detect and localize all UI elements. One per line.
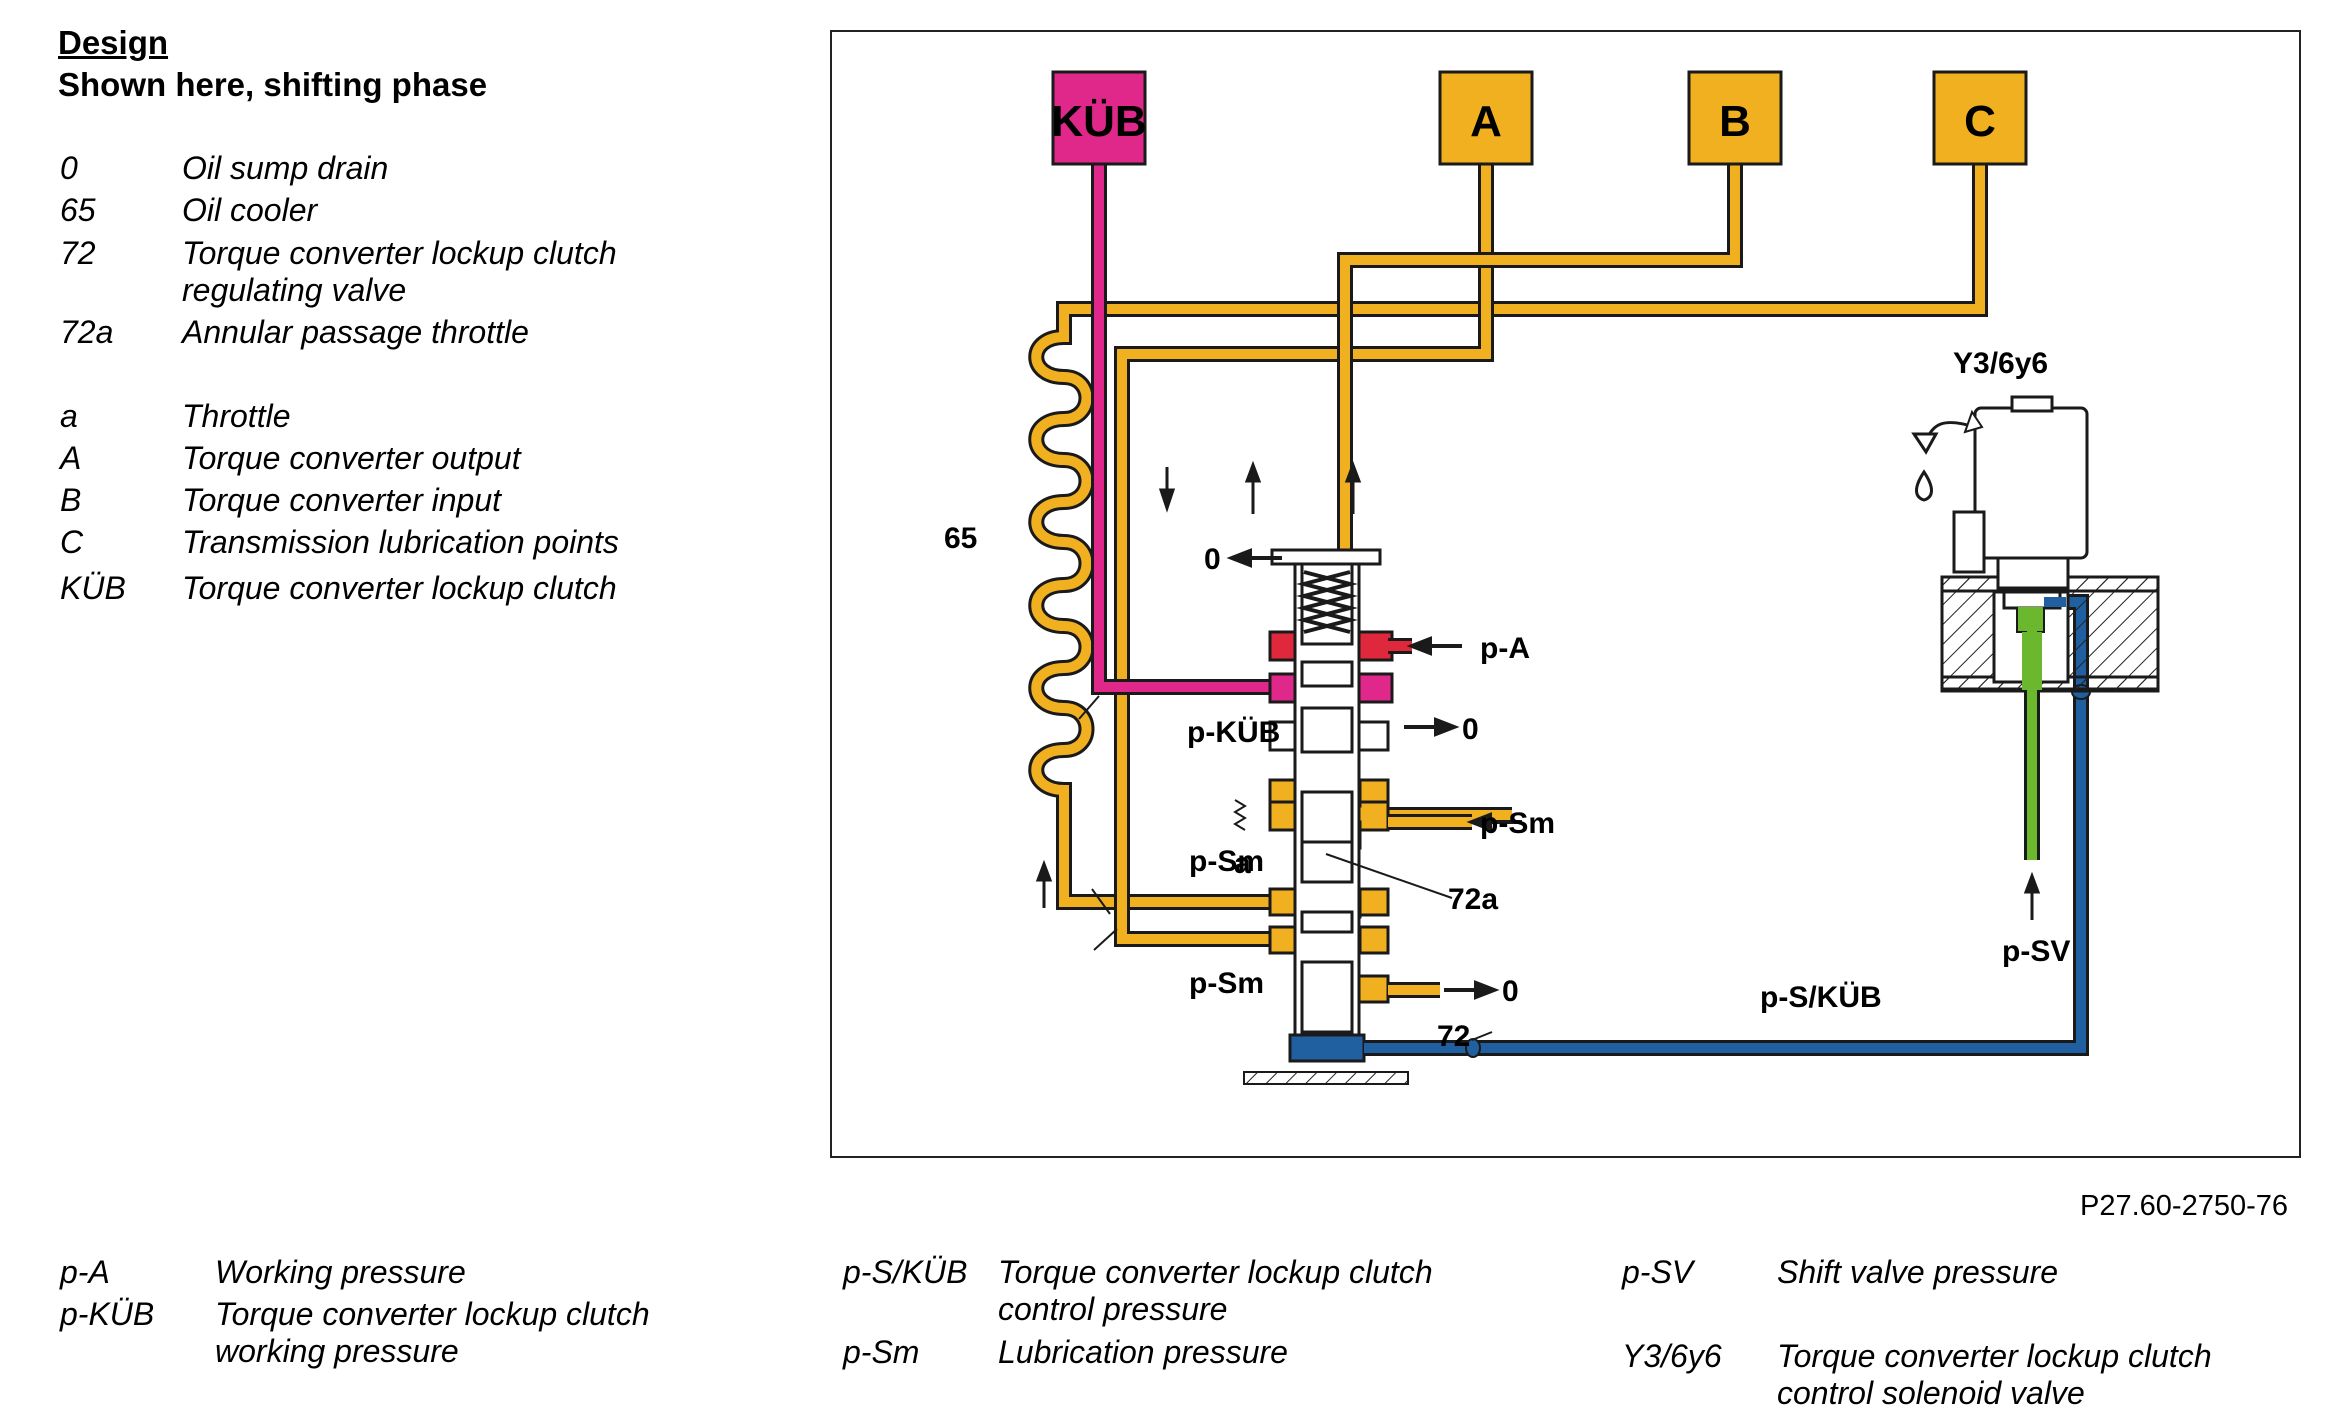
label-pa: p-A bbox=[1480, 632, 1530, 665]
figure-reference: P27.60-2750-76 bbox=[2080, 1190, 2288, 1222]
legend-desc-line2: working pressure bbox=[215, 1333, 459, 1369]
legend-desc: Throttle bbox=[182, 398, 291, 434]
legend-desc: Torque converter lockup clutch bbox=[215, 1296, 650, 1332]
legend-item: p-SV Shift valve pressure bbox=[1622, 1254, 2302, 1294]
legend-code: KÜB bbox=[60, 570, 126, 606]
legend-item: p-KÜB Torque converter lockup clutch wor… bbox=[60, 1296, 740, 1376]
legend-code: C bbox=[60, 524, 84, 560]
label-drain-low: 0 bbox=[1502, 975, 1519, 1008]
legend-item: p-Sm Lubrication pressure bbox=[843, 1334, 1563, 1374]
legend-item: a Throttle bbox=[60, 398, 680, 438]
label-solenoid: Y3/6y6 bbox=[1953, 347, 2048, 380]
solenoid-valve-y3-6y6 bbox=[1911, 395, 2160, 860]
label-annular: 72a bbox=[1448, 883, 1498, 916]
legend-code: B bbox=[60, 482, 82, 518]
legend-code: p-Sm bbox=[843, 1334, 920, 1370]
legend-desc: Torque converter output bbox=[182, 440, 521, 476]
legend-code: 65 bbox=[60, 192, 96, 228]
label-cooler: 65 bbox=[944, 522, 977, 555]
lubrication-line-b bbox=[1337, 152, 1743, 823]
legend-code: p-KÜB bbox=[60, 1296, 155, 1332]
box-b: B bbox=[1687, 70, 1783, 166]
legend-desc: Torque converter lockup clutch bbox=[182, 570, 617, 606]
label-psm-left2: p-Sm bbox=[1189, 967, 1264, 1000]
legend-desc: Annular passage throttle bbox=[182, 314, 529, 350]
legend-item: C Transmission lubrication points bbox=[60, 524, 680, 564]
legend-desc: Torque converter lockup clutch bbox=[182, 235, 617, 271]
legend-item: A Torque converter output bbox=[60, 440, 680, 480]
box-a: A bbox=[1438, 70, 1534, 166]
label-pkub: p-KÜB bbox=[1187, 716, 1280, 749]
legend-desc-line2: control solenoid valve bbox=[1777, 1375, 2085, 1411]
legend-code: a bbox=[60, 398, 78, 434]
legend-desc: Torque converter lockup clutch bbox=[998, 1254, 1433, 1290]
legend-code: A bbox=[60, 440, 82, 476]
box-c-label: C bbox=[1964, 97, 1996, 146]
legend-item: 72 Torque converter lockup clutch regula… bbox=[60, 235, 680, 315]
box-kub-label: KÜB bbox=[1051, 97, 1146, 146]
label-drain-top: 0 bbox=[1204, 543, 1221, 576]
legend-desc: Lubrication pressure bbox=[998, 1334, 1288, 1370]
legend-item: 65 Oil cooler bbox=[60, 192, 680, 232]
port-arrows bbox=[1226, 548, 1522, 1000]
legend-desc: Torque converter lockup clutch bbox=[1777, 1338, 2212, 1374]
legend-desc: Torque converter input bbox=[182, 482, 502, 518]
flow-arrows bbox=[1035, 460, 2041, 920]
label-psv: p-SV bbox=[2002, 935, 2070, 968]
box-kub: KÜB bbox=[1051, 70, 1147, 166]
legend-item: 72a Annular passage throttle bbox=[60, 314, 680, 354]
legend-item: p-A Working pressure bbox=[60, 1254, 740, 1294]
legend-desc: Shift valve pressure bbox=[1777, 1254, 2059, 1290]
legend-item: p-S/KÜB Torque converter lockup clutch c… bbox=[843, 1254, 1563, 1334]
legend-item: 0 Oil sump drain bbox=[60, 150, 680, 190]
label-pskub: p-S/KÜB bbox=[1760, 981, 1882, 1014]
label-valve-72: 72 bbox=[1437, 1020, 1470, 1053]
legend-code: p-SV bbox=[1622, 1254, 1694, 1290]
box-a-label: A bbox=[1470, 97, 1502, 146]
label-psm-right: p-Sm bbox=[1480, 807, 1555, 840]
legend-code: p-S/KÜB bbox=[843, 1254, 968, 1290]
legend-code: 72a bbox=[60, 314, 114, 350]
box-c: C bbox=[1932, 70, 2028, 166]
box-b-label: B bbox=[1719, 97, 1751, 146]
legend-code: 72 bbox=[60, 235, 96, 271]
legend-desc: Transmission lubrication points bbox=[182, 524, 619, 560]
legend-desc: Working pressure bbox=[215, 1254, 466, 1290]
legend-item: Y3/6y6 Torque converter lockup clutch co… bbox=[1622, 1338, 2302, 1418]
label-throttle: a bbox=[1234, 847, 1251, 880]
legend-code: Y3/6y6 bbox=[1622, 1338, 1722, 1374]
design-heading: Design bbox=[58, 24, 169, 61]
label-drain-mid: 0 bbox=[1462, 713, 1479, 746]
leader-lines bbox=[1078, 695, 1493, 1041]
legend-desc-line2: control pressure bbox=[998, 1291, 1228, 1327]
label-psm-left1: p-Sm bbox=[1189, 845, 1264, 878]
legend-item: KÜB Torque converter lockup clutch bbox=[60, 570, 680, 610]
legend-desc: Oil cooler bbox=[182, 192, 318, 228]
legend-item: B Torque converter input bbox=[60, 482, 680, 522]
hydraulic-diagram: KÜB A B C 65 Y3/6y6 0 p-A 0 p-KÜ bbox=[944, 70, 2160, 1085]
regulating-valve-72 bbox=[1233, 548, 1409, 1085]
diagram-frame: KÜB A B C 65 Y3/6y6 0 p-A 0 p-KÜ bbox=[830, 30, 2301, 1158]
legend-code: 0 bbox=[60, 150, 78, 186]
legend-desc-line2: regulating valve bbox=[182, 272, 407, 308]
phase-heading: Shown here, shifting phase bbox=[58, 66, 488, 103]
legend-desc: Oil sump drain bbox=[182, 150, 389, 186]
legend-code: p-A bbox=[60, 1254, 110, 1290]
